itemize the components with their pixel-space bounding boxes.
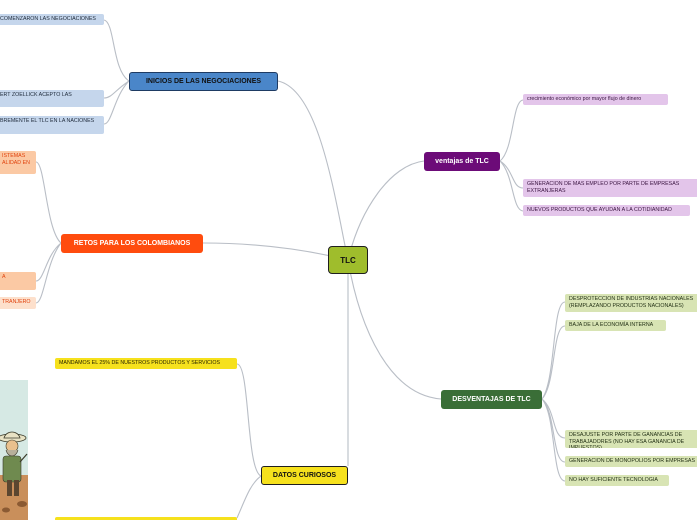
link-desventajas-leaves <box>541 301 566 482</box>
leaf-datos-2-edge[interactable] <box>55 517 237 520</box>
branch-ventajas[interactable]: ventajas de TLC <box>424 152 500 171</box>
branch-datos[interactable]: DATOS CURIOSOS <box>261 466 348 485</box>
farmer-drawing <box>0 380 28 520</box>
leaf-inicios-3-text: BREMENTE EL TLC EN LA NACIONES <box>0 118 95 124</box>
leaf-inicios-1[interactable]: COMENZARON LAS NEGOCIACIONES <box>0 14 104 25</box>
leaf-retos-2[interactable]: A <box>0 272 36 290</box>
link-central-desventajas <box>347 259 442 400</box>
leaf-retos-1[interactable]: ISTEMAS ALIDAD EN <box>0 151 36 174</box>
leaf-desventajas-5[interactable]: NO HAY SUFICIENTE TECNOLOGIA <box>565 475 669 486</box>
link-ventajas-leaves <box>499 99 524 212</box>
leaf-inicios-2[interactable]: ERT ZOELLICK ACEPTO LAS <box>0 90 104 107</box>
link-central-ventajas <box>347 160 425 261</box>
leaf-desventajas-1[interactable]: DESPROTECCION DE INDUSTRIAS NACIONALES (… <box>565 294 697 312</box>
branch-retos[interactable]: RETOS PARA LOS COLOMBIANOS <box>61 234 203 253</box>
central-node[interactable]: TLC <box>328 246 368 274</box>
link-retos-leaves <box>35 161 62 304</box>
leaf-ventajas-2[interactable]: GENERACION DE MAS EMPLEO POR PARTE DE EM… <box>523 179 697 197</box>
branch-inicios[interactable]: INICIOS DE LAS NEGOCIACIONES <box>129 72 278 91</box>
leaf-inicios-3[interactable]: BREMENTE EL TLC EN LA NACIONES <box>0 116 104 134</box>
link-datos-leaves <box>236 363 262 519</box>
leaf-desventajas-3[interactable]: DESAJUSTE POR PARTE DE GANANCIAS DE TRAB… <box>565 430 697 448</box>
leaf-desventajas-2[interactable]: BAJA DE LA ECONOMÍA INTERNA <box>565 320 666 331</box>
link-central-inicios <box>277 80 349 261</box>
leaf-retos-3[interactable]: TRANJERO <box>0 297 36 309</box>
link-inicios-leaves <box>103 19 130 125</box>
farmer-illustration <box>0 380 28 520</box>
leaf-datos-1[interactable]: MANDAMOS EL 25% DE NUESTROS PRODUCTOS Y … <box>55 358 237 369</box>
leaf-ventajas-3[interactable]: NUEVOS PRODUCTOS QUE AYUDAN A LA COTIDIA… <box>523 205 690 216</box>
leaf-desventajas-4[interactable]: GENERACION DE MONOPOLIOS POR EMPRESAS <box>565 456 697 467</box>
link-central-retos <box>202 242 349 261</box>
leaf-ventajas-1[interactable]: crecimiento económico por mayor flujo de… <box>523 94 668 105</box>
branch-desventajas[interactable]: DESVENTAJAS DE TLC <box>441 390 542 409</box>
